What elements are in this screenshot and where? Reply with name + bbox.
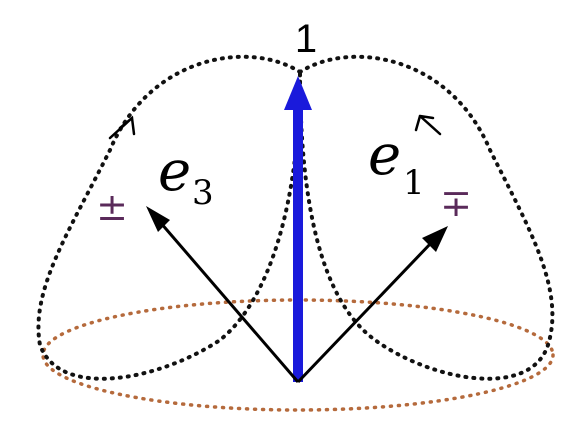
e1-sign-label: ∓ [440,181,472,225]
vector-e1-arrowhead [422,226,448,252]
top-unit-label: 1 [295,17,317,61]
vector-e3-arrowhead [146,206,170,232]
vector-e1 [296,240,434,384]
vertical-unit-arrowhead [284,76,312,110]
e3-label: e [158,139,191,204]
e3-subscript: 3 [192,173,214,213]
e1-subscript: 1 [403,163,425,203]
e3-sign-label: ± [96,185,128,229]
right-meridian [298,54,555,381]
left-meridian-arrowhead [108,115,136,140]
right-meridian-arrowhead [414,114,442,136]
e1-label: e [368,123,401,188]
vector-e3 [158,221,300,383]
left-meridian [36,54,302,381]
